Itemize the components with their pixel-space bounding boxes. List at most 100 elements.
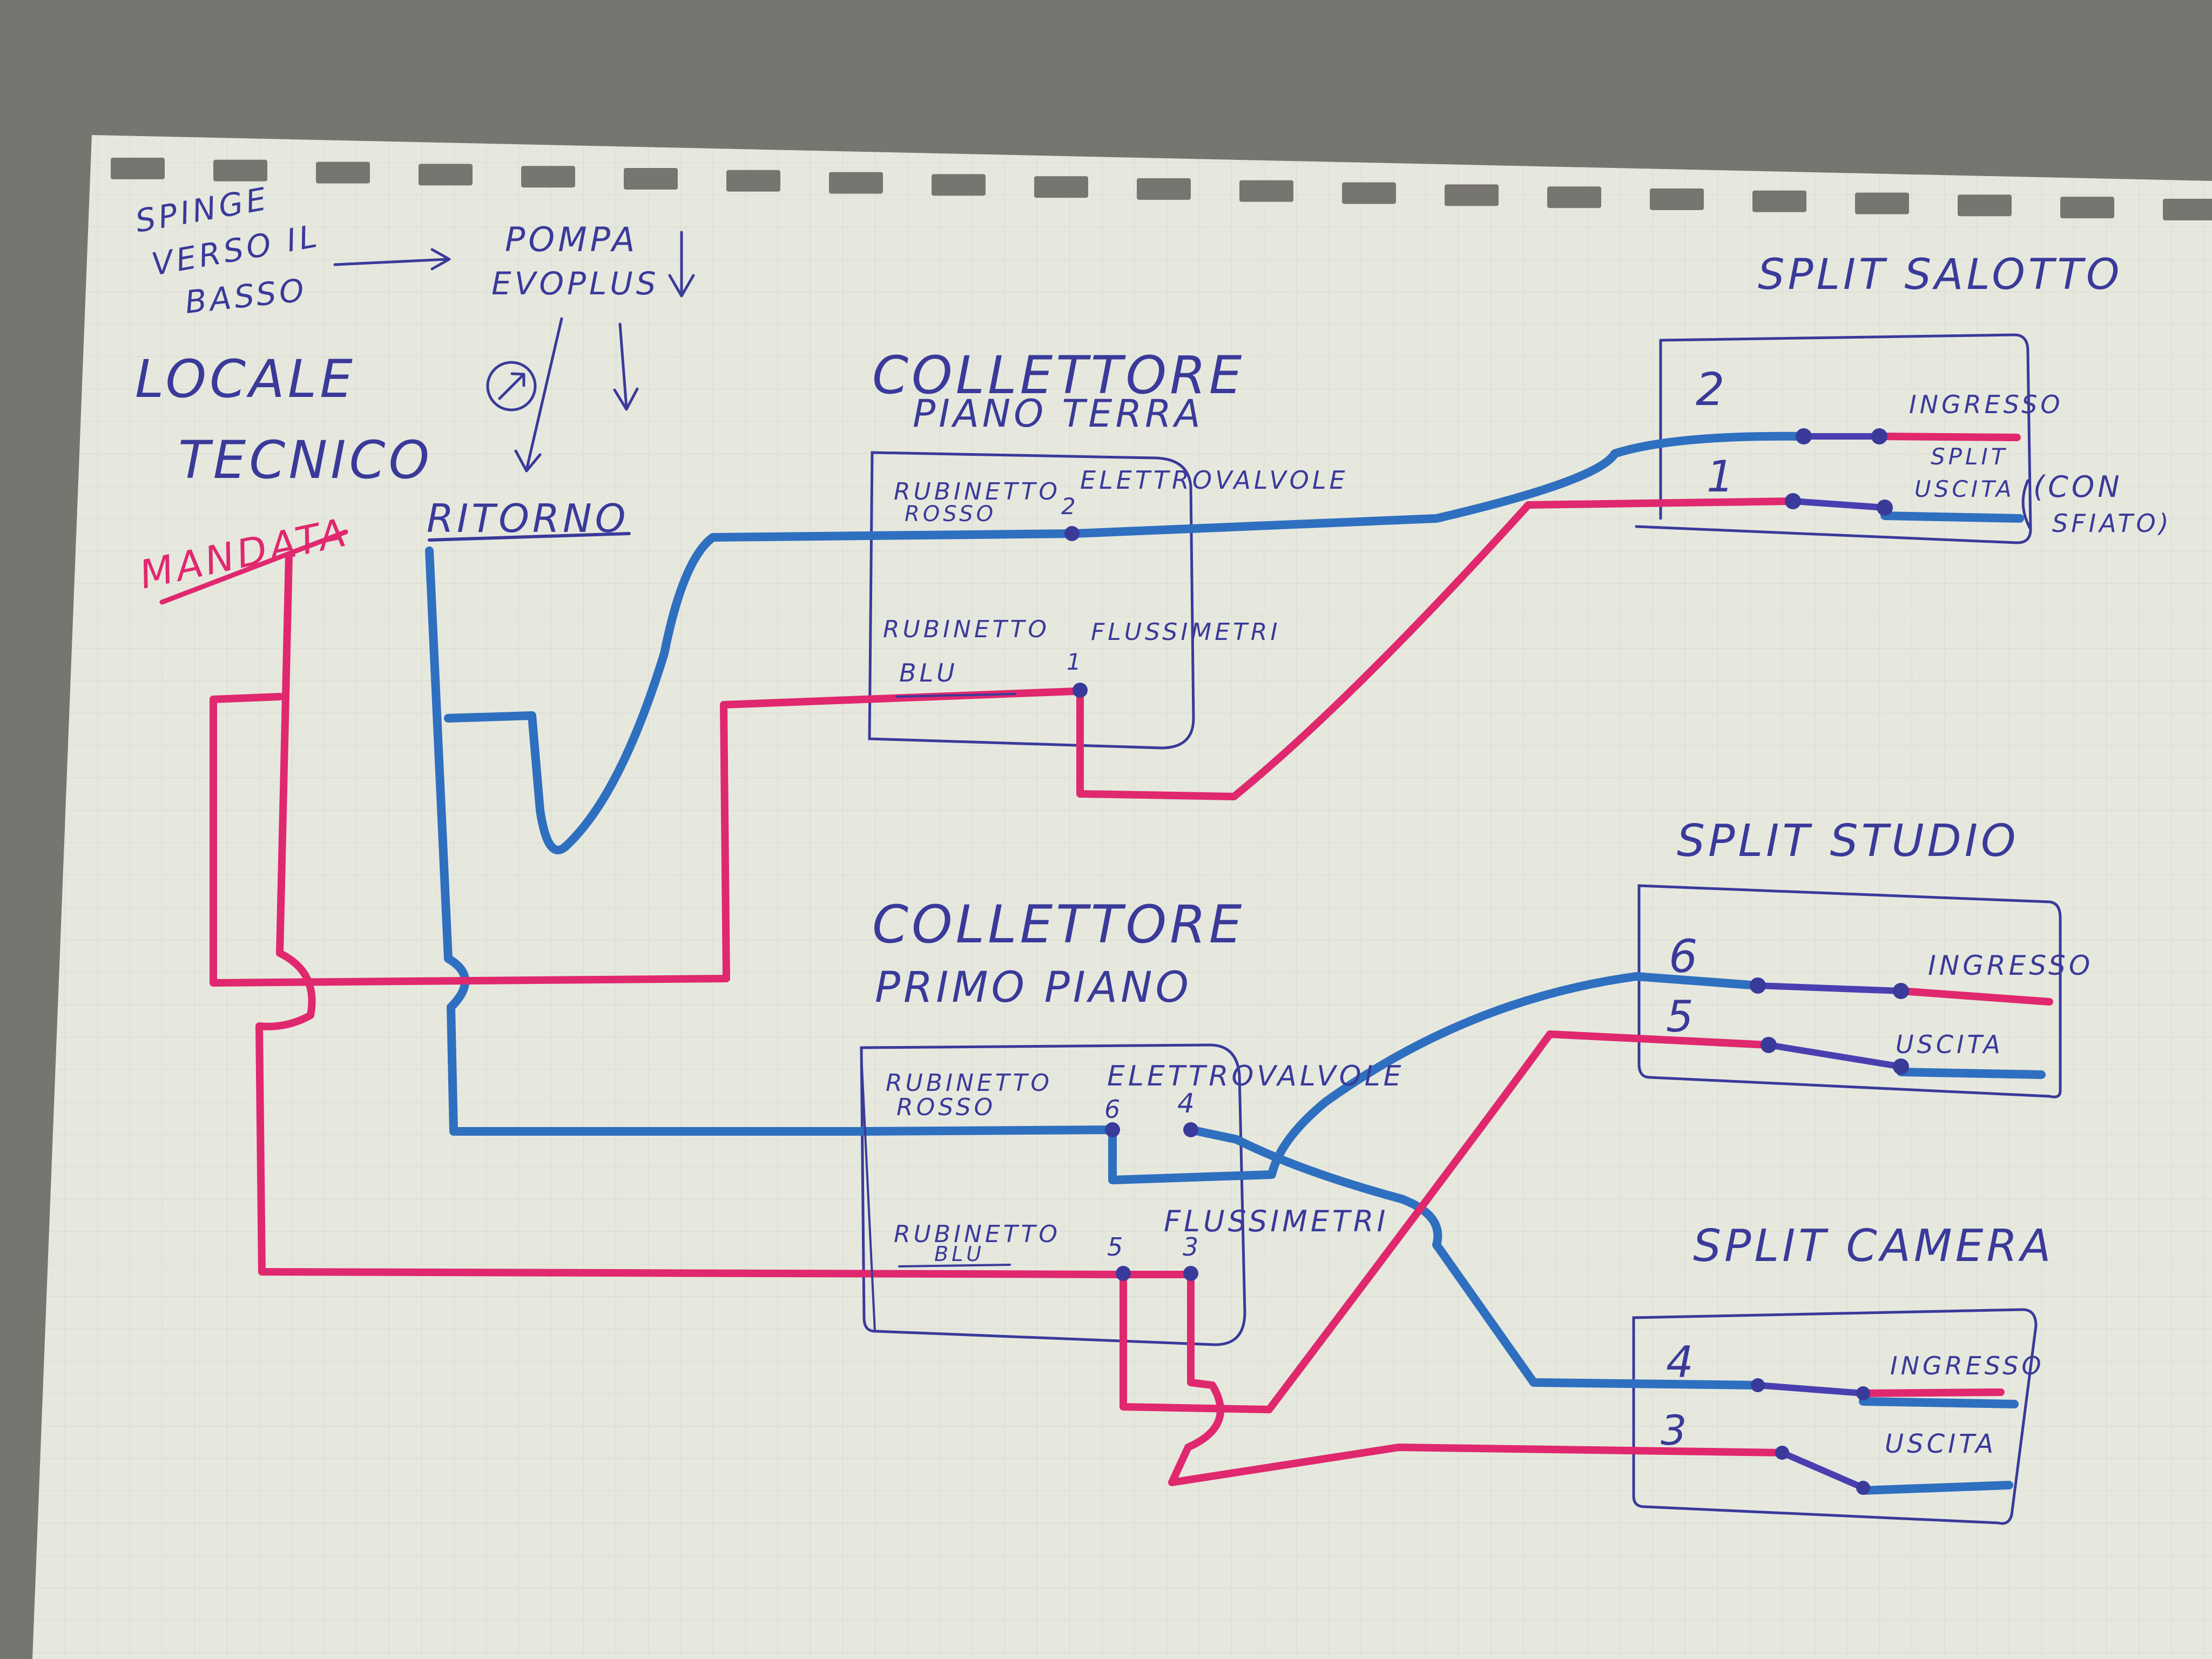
studio-out-dot-1 — [1761, 1037, 1777, 1053]
blue-pipe-salotto-outlet — [1880, 511, 2024, 523]
paper-grid — [32, 135, 2212, 1659]
split-salotto-title: SPLIT SALOTTO — [1758, 251, 2122, 299]
pt-num-1: 1 — [1067, 649, 1084, 675]
pt-rub-blu-1: RUBINETTO — [883, 616, 1050, 643]
pump-symbol-arrow — [498, 372, 525, 400]
split-studio-link-in — [1755, 982, 1904, 994]
pp-collector-side-line — [860, 1055, 876, 1332]
binding-hole — [1855, 192, 1909, 214]
split-camera-ingresso: INGRESSO — [1890, 1351, 2045, 1380]
arrow-right-to-pump — [333, 248, 451, 271]
studio-in-dot-2 — [1893, 983, 1909, 999]
pp-flowmeter-5-dot — [1116, 1266, 1131, 1281]
red-pipe-studio-inlet-tail — [1897, 987, 2053, 1006]
blue-pipe-pt-to-salotto — [1070, 431, 1808, 538]
collettore-piano-terra-box — [868, 451, 1195, 750]
binding-hole — [932, 174, 986, 196]
salotto-out-dot-1 — [1785, 493, 1801, 509]
arrow-down-mandata — [613, 322, 639, 411]
split-camera-uscita: USCITA — [1885, 1429, 1997, 1459]
pt-elettrovalvole: ELETTROVALVOLE — [1080, 466, 1348, 495]
pt-rub-rosso-1: RUBINETTO — [894, 478, 1061, 505]
binding-hole — [419, 164, 473, 186]
red-pipe-salotto-inlet-tail — [1876, 433, 2021, 441]
pt-rub-blu-underline — [895, 693, 1016, 698]
pt-valve-2-dot — [1064, 526, 1080, 541]
blue-pipe-pp-to-studio — [1108, 972, 1762, 1184]
split-salotto-box — [1635, 333, 2032, 544]
split-studio-uscita: USCITA — [1896, 1030, 2004, 1059]
binding-hole — [1239, 180, 1293, 202]
binding-hole — [213, 159, 267, 181]
pp-flussimetri: FLUSSIMETRI — [1164, 1204, 1388, 1238]
red-pipe-pp-to-camera — [1168, 1271, 1786, 1486]
collettore-pp-title-1: COLLETTORE — [872, 894, 1245, 955]
split-salotto-uscita-1: SPLIT — [1931, 443, 2008, 470]
split-camera-num-in: 4 — [1666, 1337, 1697, 1387]
collettore-pt-title-2: PIANO TERRA — [913, 392, 1204, 436]
split-studio-ingresso: INGRESSO — [1928, 950, 2093, 981]
split-camera-title: SPLIT CAMERA — [1693, 1220, 2054, 1272]
binding-hole — [2163, 199, 2212, 220]
split-salotto-num-in: 2 — [1696, 363, 1728, 416]
binding-hole — [1547, 186, 1601, 208]
split-studio-box — [1637, 884, 2062, 1098]
pp-elettrovalvole: ELETTROVALVOLE — [1107, 1060, 1404, 1092]
split-salotto-note-1: (CON — [2033, 470, 2123, 504]
pp-rub-blu-underline — [898, 1264, 1011, 1267]
pp-rub-blu-2: BLU — [934, 1242, 984, 1266]
camera-out-dot-1 — [1775, 1446, 1789, 1460]
arrow-diagonal-ritorno — [514, 317, 563, 473]
binding-hole — [1445, 184, 1499, 206]
split-salotto-uscita-2: USCITA — [1914, 476, 2015, 502]
split-studio-link-out — [1765, 1042, 1904, 1070]
ritorno-label: RITORNO — [427, 496, 629, 541]
split-camera-box — [1632, 1308, 2038, 1525]
pp-rub-rosso-2: ROSSO — [896, 1094, 996, 1121]
collettore-pp-title-2: PRIMO PIANO — [875, 963, 1192, 1012]
binding-hole — [829, 172, 883, 194]
pt-flowmeter-1-dot — [1073, 683, 1088, 698]
pp-rub-rosso-1: RUBINETTO — [886, 1069, 1053, 1097]
spiral-binding-holes — [111, 158, 2212, 220]
binding-hole — [624, 168, 678, 190]
locale-label: LOCALE — [135, 349, 356, 409]
binding-hole — [521, 166, 575, 188]
split-salotto-link-out — [1790, 498, 1888, 511]
pp-num-5: 5 — [1107, 1232, 1126, 1262]
arrow-down-pump — [668, 231, 695, 298]
binding-hole — [1958, 194, 2012, 217]
split-studio-num-out: 5 — [1666, 992, 1697, 1042]
pt-flussimetri: FLUSSIMETRI — [1091, 618, 1280, 646]
pt-rub-blu-2: BLU — [899, 658, 958, 687]
salotto-note-bracket — [2021, 479, 2032, 531]
pp-rub-blu-1: RUBINETTO — [894, 1220, 1061, 1248]
evoplus-label: EVOPLUS — [491, 265, 659, 302]
binding-hole — [1137, 178, 1191, 200]
blue-pipe-camera-inlet-tail — [1859, 1397, 2019, 1408]
red-pipe-pt-to-salotto — [1076, 497, 1797, 800]
pompa-label: POMPA — [505, 220, 638, 259]
split-salotto-ingresso: INGRESSO — [1909, 390, 2063, 419]
studio-out-dot-2 — [1893, 1058, 1909, 1075]
salotto-in-dot-2 — [1871, 428, 1887, 444]
ritorno-underline — [428, 532, 631, 542]
salotto-out-dot-2 — [1877, 500, 1893, 516]
pt-rub-rosso-2: ROSSO — [905, 502, 996, 527]
studio-in-dot-1 — [1750, 977, 1766, 994]
red-pipe-mandata-loop — [210, 687, 1078, 987]
binding-hole — [726, 170, 780, 192]
split-salotto-num-out: 1 — [1707, 451, 1737, 502]
blue-pipe-studio-outlet — [1897, 1068, 2046, 1079]
pp-num-3: 3 — [1183, 1232, 1202, 1262]
camera-in-dot-2 — [1856, 1386, 1870, 1400]
red-pipe-mandata-riser — [255, 552, 1132, 1278]
pt-num-2: 2 — [1061, 493, 1079, 520]
collettore-primo-piano-box — [860, 1043, 1246, 1346]
camera-out-dot-2 — [1856, 1481, 1870, 1495]
red-pipe-camera-inlet-tail — [1859, 1388, 2005, 1397]
pp-num-4: 4 — [1177, 1088, 1198, 1119]
blue-pipe-pp-collector — [860, 1125, 1117, 1136]
camera-in-dot-1 — [1751, 1378, 1765, 1392]
collettore-pt-title-1: COLLETTORE — [872, 345, 1245, 406]
